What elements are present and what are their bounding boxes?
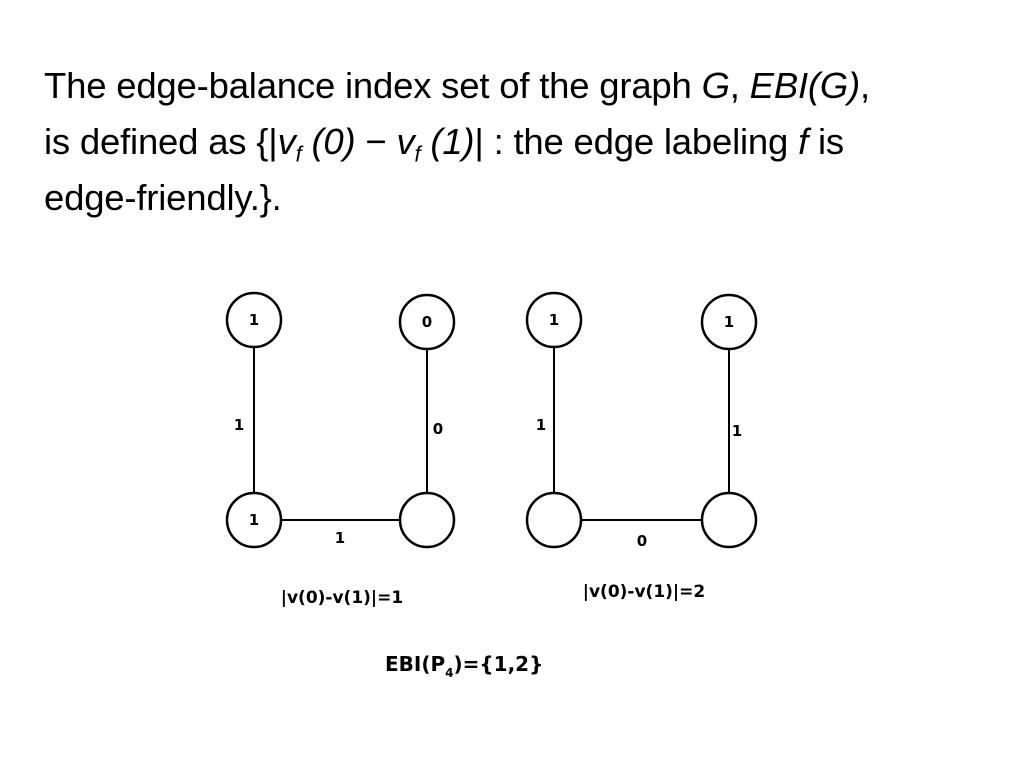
edge-label: 1 (335, 529, 345, 547)
node-bottom-right (398, 491, 456, 549)
subscript: f (414, 141, 421, 167)
subscript: f (295, 141, 302, 167)
node-bottom-left (225, 491, 283, 549)
definition-text: The edge-balance index set of the graph … (44, 58, 994, 226)
vf-symbol: vf (1) (396, 121, 475, 167)
ebi-result: EBI(P4)={1,2} (385, 652, 543, 680)
edge-label: 1 (536, 416, 546, 434)
node-label: 1 (249, 311, 259, 329)
graph-symbol: G (701, 65, 730, 106)
edge-label: 0 (637, 532, 647, 550)
ebi-subscript: 4 (445, 666, 453, 680)
graph-2-caption: |v(0)-v(1)|=2 (583, 582, 705, 602)
node-bottom-right (700, 491, 758, 549)
node-label: 1 (724, 313, 734, 331)
node-top-right (398, 293, 456, 351)
definition-part: edge-friendly.}. (44, 177, 282, 218)
graph-1-caption: |v(0)-v(1)|=1 (281, 588, 403, 608)
minus-sign: − (355, 121, 397, 162)
definition-part: | : the edge labeling (474, 121, 799, 162)
definition-part: , (860, 65, 870, 106)
definition-part: is defined as {| (44, 121, 278, 162)
node-top-left (525, 291, 583, 349)
ebi-symbol: EBI(G) (749, 65, 861, 106)
node-bottom-left (525, 491, 583, 549)
labeling-symbol: f (798, 121, 809, 162)
node-label: 1 (249, 511, 259, 529)
edge-label: 1 (234, 416, 244, 434)
definition-part: , (729, 65, 750, 106)
definition-part: The edge-balance index set of the graph (44, 65, 702, 106)
graph-2: 1 1 1 1 0 |v(0)-v(1)|=2 (525, 291, 758, 602)
node-top-right (700, 293, 758, 351)
edge-label: 1 (732, 422, 742, 440)
ebi-prefix: EBI(P (385, 652, 445, 676)
definition-part: is (808, 121, 844, 162)
ebi-suffix: )={1,2} (454, 652, 544, 676)
edge-label: 0 (433, 420, 443, 438)
node-top-left (225, 291, 283, 349)
graph-1: 1 0 1 1 0 1 |v(0)-v(1)|=1 (225, 291, 456, 608)
node-label: 1 (549, 311, 559, 329)
vf-symbol: vf (0) (277, 121, 356, 167)
node-label: 0 (422, 313, 432, 331)
